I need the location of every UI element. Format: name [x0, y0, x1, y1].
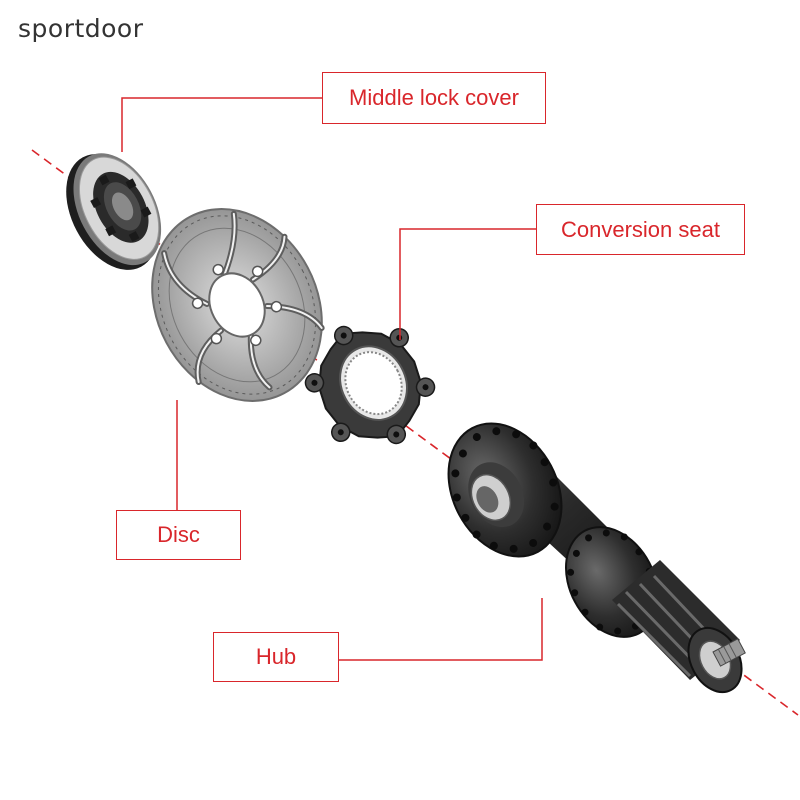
label-middle-lock-cover: Middle lock cover — [322, 72, 546, 124]
leader-hub — [339, 598, 543, 661]
label-text: Disc — [157, 522, 200, 547]
leader-middle-lock-cover — [121, 97, 322, 152]
label-conversion-seat: Conversion seat — [536, 204, 745, 255]
leader-conversion-seat — [399, 228, 536, 340]
label-disc: Disc — [116, 510, 241, 560]
brake-disc-part — [151, 208, 325, 402]
hub-part — [447, 422, 746, 694]
axis-line — [31, 149, 799, 716]
label-text: Hub — [255, 644, 297, 669]
conversion-seat-part — [304, 325, 436, 445]
middle-lock-cover-part — [66, 153, 162, 270]
label-hub: Hub — [213, 632, 339, 682]
label-text: Conversion seat — [561, 216, 720, 242]
label-text: Middle lock cover — [349, 85, 519, 110]
brand-watermark: sportdoor — [18, 14, 144, 43]
